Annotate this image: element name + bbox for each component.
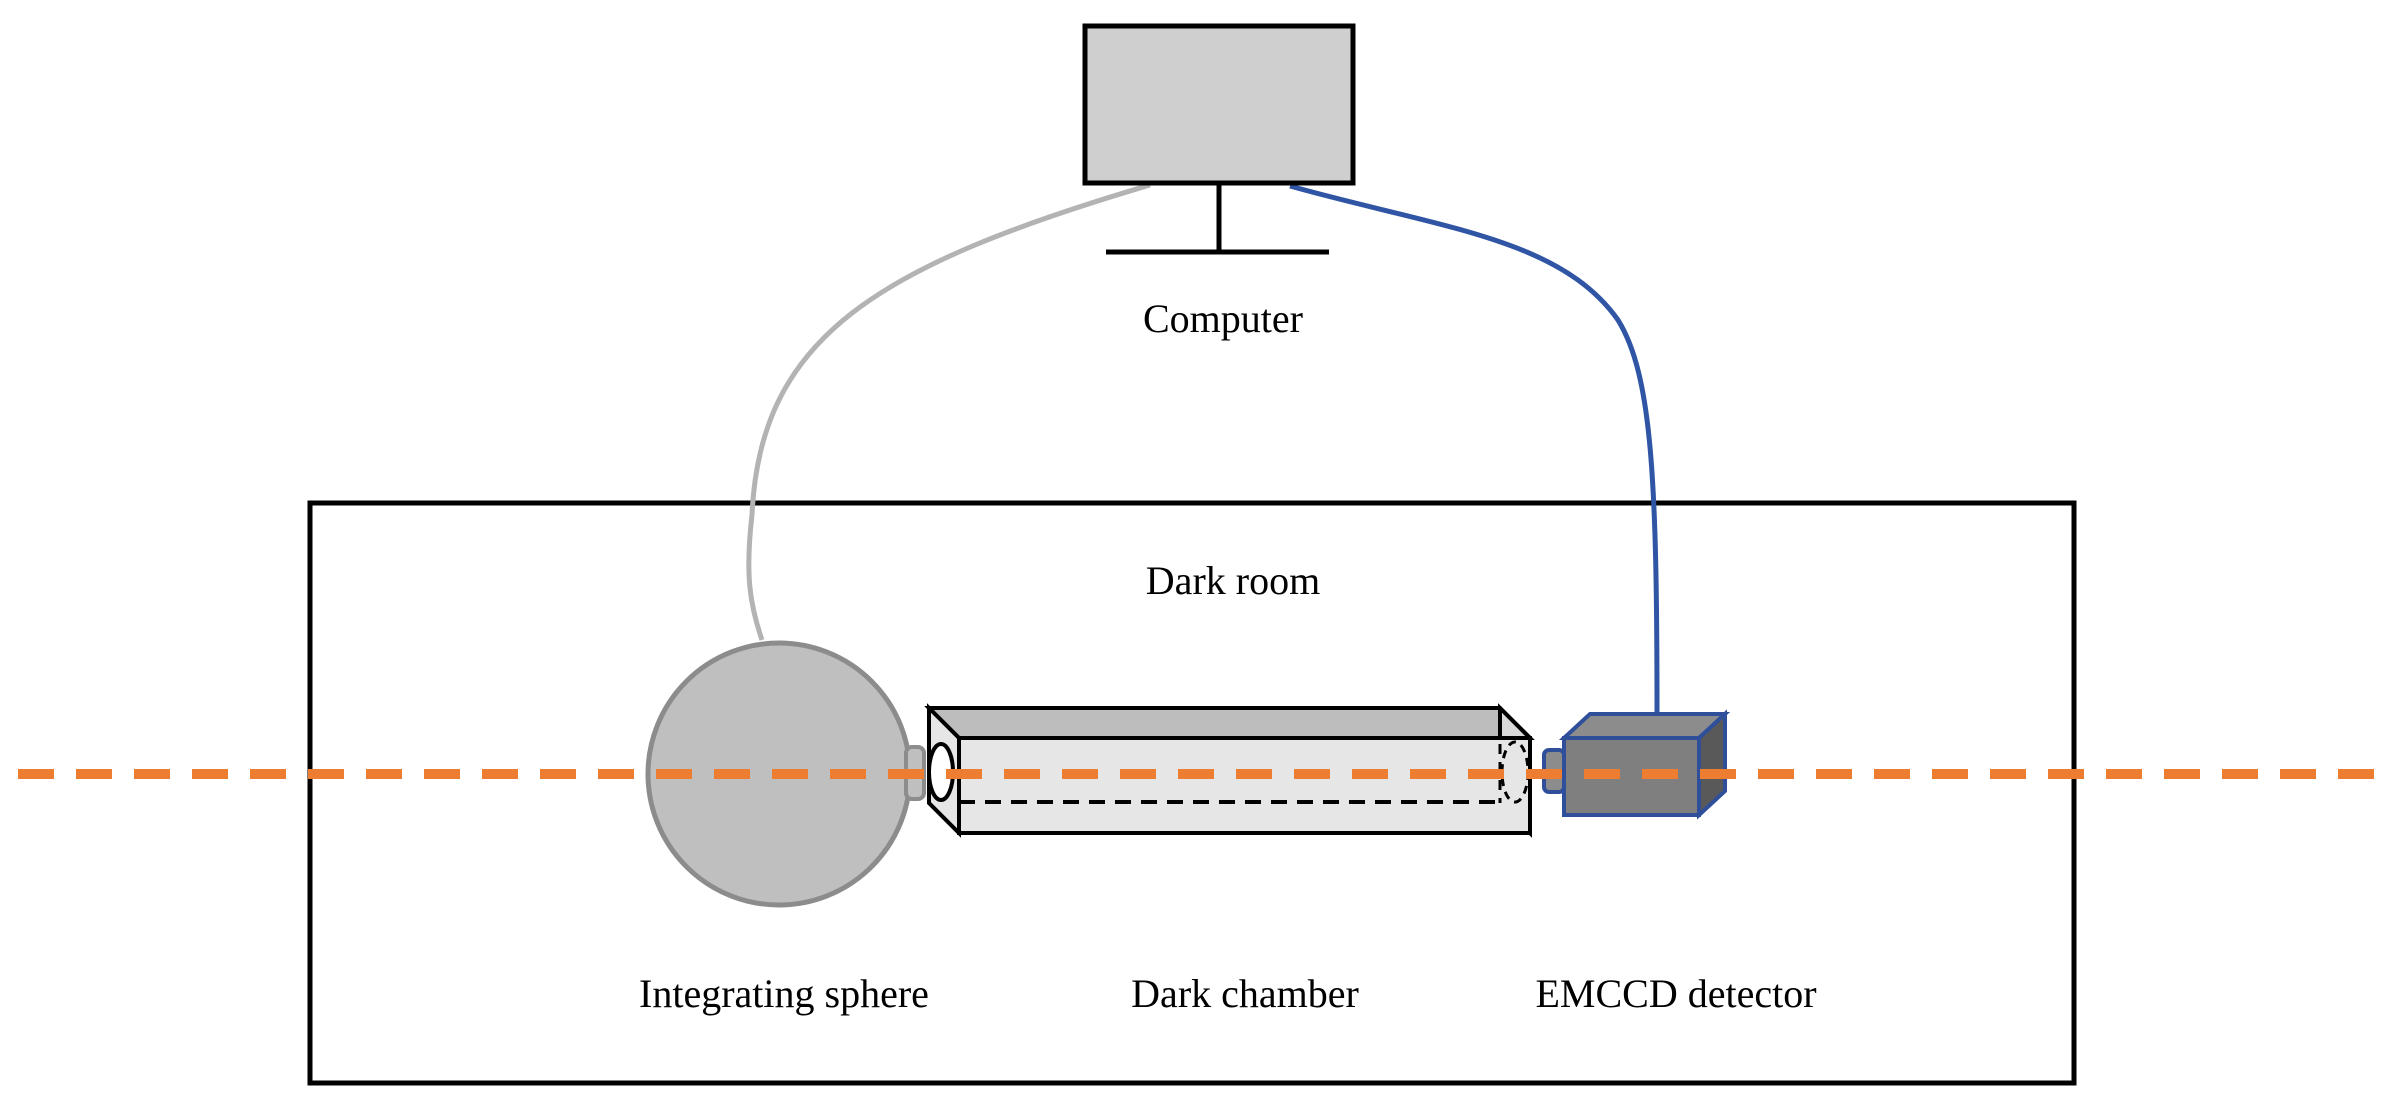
monitor-screen — [1082, 23, 1356, 186]
integrating-sphere-label: Integrating sphere — [639, 971, 929, 1016]
dark-chamber — [924, 703, 1535, 838]
chamber-front — [957, 736, 1532, 835]
computer — [1082, 23, 1356, 255]
computer-label: Computer — [1143, 296, 1303, 341]
dark-room-label: Dark room — [1146, 558, 1320, 603]
emccd-detector — [1542, 709, 1731, 820]
sphere-cable — [746, 182, 1151, 641]
emccd-detector-label: EMCCD detector — [1535, 971, 1816, 1016]
chamber-top — [924, 706, 1535, 740]
dark-room-box — [307, 500, 2077, 1086]
detector-cable — [1289, 183, 1660, 715]
dark-chamber-label: Dark chamber — [1131, 971, 1359, 1016]
